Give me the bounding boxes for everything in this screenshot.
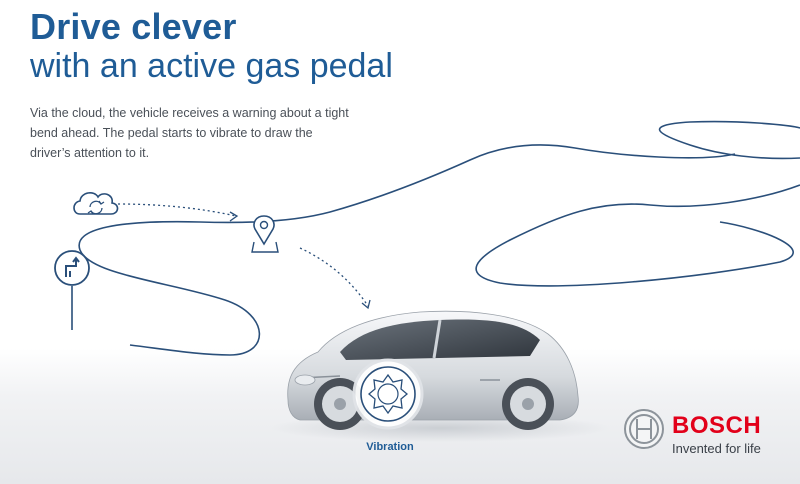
winding-road-line [475, 120, 800, 287]
title-line-2: with an active gas pedal [30, 47, 393, 85]
road-curve-end [129, 344, 231, 356]
bosch-logo-icon [624, 409, 664, 449]
car-illustration [287, 310, 579, 430]
vibration-label: Vibration [366, 441, 414, 453]
road-curve-sign-icon [54, 250, 90, 286]
pin-to-car-arrow [299, 247, 369, 307]
cloud-to-pin-arrow [117, 203, 237, 217]
cloud-sync-icon [73, 192, 119, 215]
brand-tagline: Invented for life [672, 441, 761, 456]
arrowhead-1 [229, 211, 239, 222]
brand-name: BOSCH [672, 412, 762, 439]
intro-text: Via the cloud, the vehicle receives a wa… [30, 106, 349, 160]
vibration-icon [352, 358, 424, 430]
rear-wheel [502, 378, 554, 430]
brand-block: BOSCH Invented for life [624, 408, 784, 464]
location-pin-icon [251, 215, 279, 253]
arrowhead-2 [361, 299, 371, 310]
title-line-1: Drive clever [30, 6, 237, 47]
